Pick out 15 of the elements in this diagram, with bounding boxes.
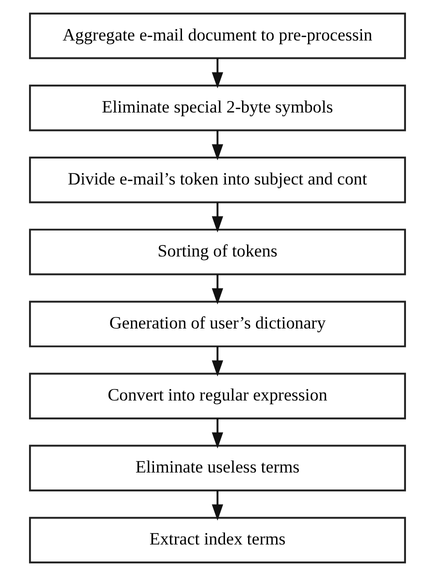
node-box: Sorting of tokens [28,228,406,276]
arrow [211,346,223,377]
arrow [211,130,223,160]
node-box: Eliminate special 2-byte symbols [28,84,406,132]
node-box: Aggregate e-mail document to pre-processin [28,12,406,60]
node-box: Extract index terms [28,516,406,564]
node-box: Divide e-mail’s token into subject and cont [28,156,406,204]
node-box: Generation of user’s dictionary [28,300,406,348]
arrow [211,490,223,521]
arrow [211,418,223,449]
node-box: Convert into regular expression [28,372,406,420]
arrow [211,202,223,232]
node-box: Eliminate useless terms [28,444,406,492]
arrow [211,58,223,88]
arrow [211,274,223,304]
